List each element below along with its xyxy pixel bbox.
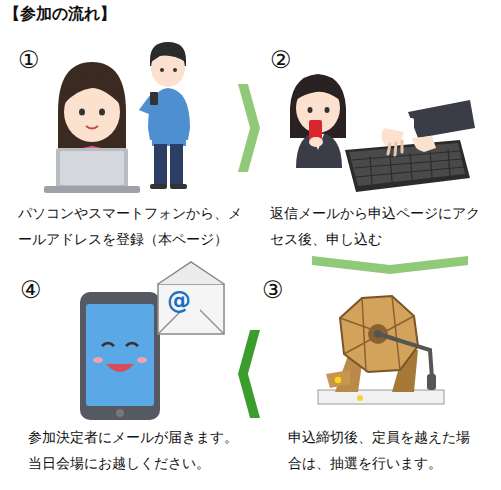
step-number: ② xyxy=(270,48,292,72)
step-panel: ② 返信メールから申込ページにアクセス後、申し込む xyxy=(262,42,494,254)
step-number: ① xyxy=(18,48,40,72)
woman-keyboard xyxy=(290,74,475,192)
lottery-drum xyxy=(318,296,444,404)
flow-chevron xyxy=(312,256,468,274)
step-panel: ①パソコンやスマートフォンから、メールアドレスを登録（本ページ） xyxy=(8,42,236,254)
step-caption: 参加決定者にメールが届きます。当日会場にお越しください。 xyxy=(28,424,246,476)
man-phone xyxy=(146,42,190,189)
woman-laptop xyxy=(44,62,140,193)
step-caption: 申込締切後、定員を越えた場合は、抽選を行います。 xyxy=(288,424,480,476)
step-panel: ④参加決定者にメールが届きます。当日会場にお越しください。 xyxy=(8,276,236,484)
step-caption: パソコンやスマートフォンから、メールアドレスを登録（本ページ） xyxy=(18,200,246,252)
envelope-at-sign: @ xyxy=(167,289,191,313)
diagram-title: 【参加の流れ】 xyxy=(4,4,116,25)
step-caption: 返信メールから申込ページにアクセス後、申し込む xyxy=(270,200,488,252)
step-panel: ③ 申込締切後、定員を越えた場合は、抽選を行います。 xyxy=(262,276,494,484)
step-number: ③ xyxy=(262,278,284,302)
phone-mail xyxy=(80,262,224,420)
flow-chevron xyxy=(238,330,260,418)
flow-chevron xyxy=(238,84,260,172)
step-number: ④ xyxy=(20,278,42,302)
